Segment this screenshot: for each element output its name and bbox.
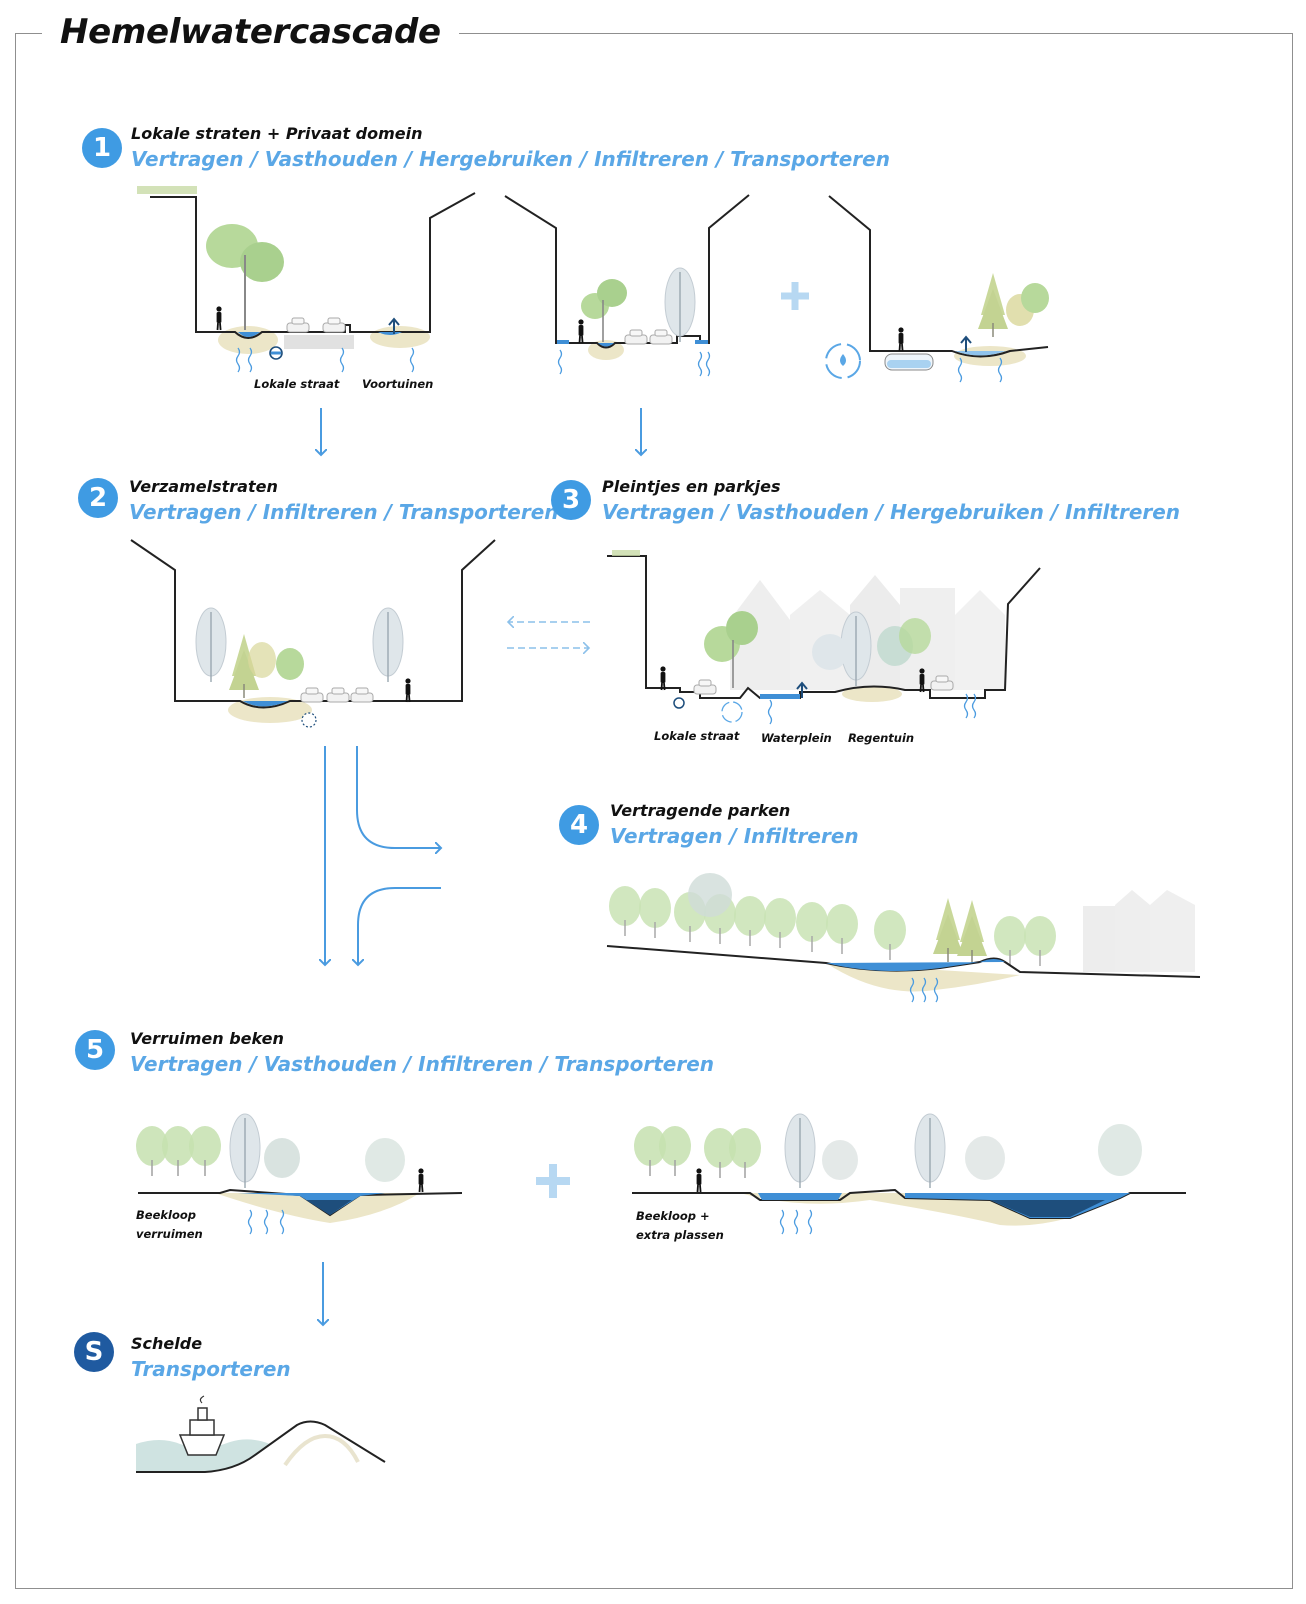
step-badge: 2 [78, 478, 118, 518]
double-arrow-icon [507, 622, 590, 648]
label-line: Beekloop [136, 1208, 196, 1222]
step-badge: 5 [75, 1030, 115, 1070]
section-privaat [825, 195, 1049, 383]
label-lokale-straat: Lokale straat [254, 377, 340, 391]
step-badge: 3 [551, 480, 591, 520]
label-beekloop-plassen: Beekloop + extra plassen [636, 1207, 724, 1245]
step-title: Verruimen beken [130, 1029, 284, 1048]
plus-icon [536, 1164, 570, 1198]
section-lokale-straat [137, 186, 476, 373]
step-title: Schelde [131, 1334, 203, 1353]
step-actions: Vertragen / Vasthouden / Hergebruiken / … [602, 500, 1181, 524]
plus-icon [781, 282, 809, 310]
label-lokale-straat: Lokale straat [654, 729, 740, 743]
label-line: extra plassen [636, 1228, 724, 1242]
step-actions: Transporteren [131, 1357, 291, 1381]
ship-icon [178, 1395, 226, 1456]
step-badge: 1 [82, 128, 122, 168]
label-voortuinen: Voortuinen [362, 377, 434, 391]
label-regentuin: Regentuin [848, 731, 915, 745]
label-line: verruimen [136, 1227, 203, 1241]
page-title: Hemelwatercascade [42, 8, 459, 56]
step-actions: Vertragen / Infiltreren [610, 824, 859, 848]
step-actions: Vertragen / Vasthouden / Infiltreren / T… [130, 1052, 714, 1076]
section-vertragende-parken [606, 873, 1201, 1003]
recycle-icon [825, 343, 861, 379]
step-badge: S [74, 1332, 114, 1372]
step-title: Lokale straten + Privaat domein [131, 124, 423, 143]
section-pleintjes [607, 550, 1041, 725]
label-beekloop-verruimen: Beekloop verruimen [136, 1206, 203, 1244]
section-beekloop-verruimen [135, 1113, 463, 1235]
section-beekloop-plassen [632, 1113, 1186, 1235]
step-title: Pleintjes en parkjes [602, 477, 781, 496]
step-actions: Vertragen / Vasthouden / Hergebruiken / … [131, 147, 890, 171]
step-title: Verzamelstraten [129, 477, 278, 496]
section-straat-b [504, 194, 750, 377]
label-waterplein: Waterplein [761, 731, 832, 745]
section-verzamelstraat [130, 539, 496, 728]
step-badge: 4 [559, 805, 599, 845]
flow-arrows [325, 746, 441, 965]
label-line: Beekloop + [636, 1209, 710, 1223]
step-title: Vertragende parken [610, 801, 791, 820]
step-actions: Vertragen / Infiltreren / Transporteren [129, 500, 559, 524]
section-schelde [136, 1395, 386, 1473]
diagram-frame [15, 33, 1293, 1589]
